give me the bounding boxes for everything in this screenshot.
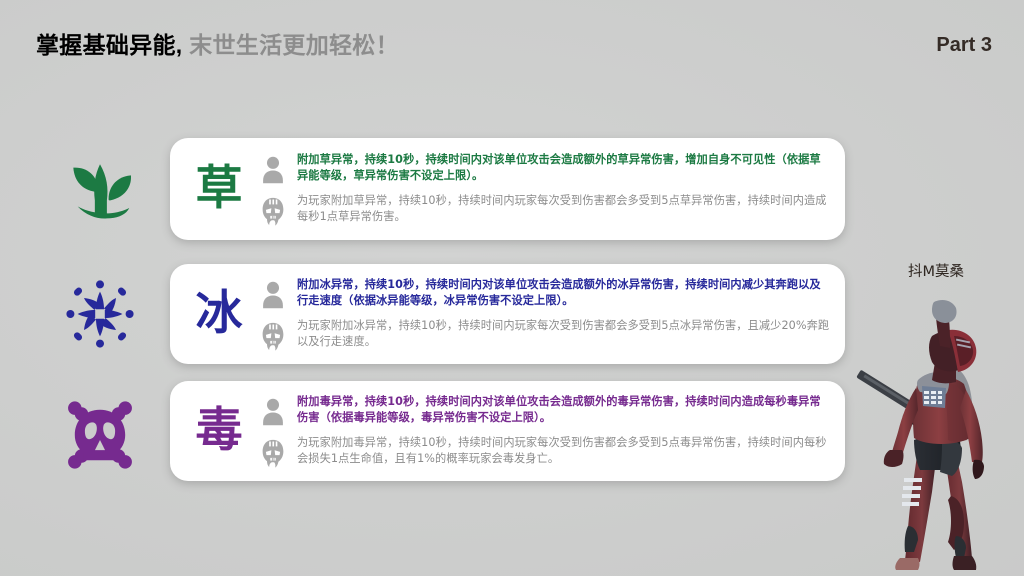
effect-text-enemy: 附加草异常，持续10秒，持续时间内对该单位攻击会造成额外的草异常伤害，增加自身不… — [297, 152, 821, 182]
effect-text-enemy: 附加冰异常，持续10秒，持续时间内对该单位攻击会造成额外的冰异常伤害，持续时间内… — [297, 277, 821, 307]
effect-text-player: 为玩家附加草异常，持续10秒，持续时间内玩家每次受到伤害都会多受到5点草异常伤害… — [297, 193, 827, 223]
effect-line-player: 为玩家附加冰异常，持续10秒，持续时间内玩家每次受到伤害都会多受到5点冰异常伤害… — [258, 318, 831, 354]
ability-card-grass: 草 附加草异常，持续10秒，持续时间内对该单位攻击会造成额外的草异常伤害，增加自… — [170, 138, 845, 240]
character-name: 抖M莫桑 — [907, 264, 964, 280]
zombie-head-icon — [258, 193, 288, 229]
element-glyph-poison: 毒 — [195, 402, 243, 458]
ability-card-poison: 毒 附加毒异常，持续10秒，持续时间内对该单位攻击会造成额外的毒异常伤害，持续时… — [170, 381, 845, 481]
effect-line-enemy: 附加毒异常，持续10秒，持续时间内对该单位攻击会造成额外的毒异常伤害，持续时间内… — [258, 394, 831, 430]
character-panel: 抖M莫桑 — [856, 260, 1016, 572]
card-body: 附加毒异常，持续10秒，持续时间内对该单位攻击会造成额外的毒异常伤害，持续时间内… — [258, 390, 831, 472]
effect-line-enemy: 附加冰异常，持续10秒，持续时间内对该单位攻击会造成额外的冰异常伤害，持续时间内… — [258, 277, 831, 313]
effect-line-player: 为玩家附加毒异常，持续10秒，持续时间内玩家每次受到伤害都会多受到5点毒异常伤害… — [258, 435, 831, 471]
card-body: 附加草异常，持续10秒，持续时间内对该单位攻击会造成额外的草异常伤害，增加自身不… — [258, 147, 831, 231]
person-icon — [258, 277, 288, 313]
ability-card-ice: 冰 附加冰异常，持续10秒，持续时间内对该单位攻击会造成额外的冰异常伤害，持续时… — [170, 264, 845, 364]
zombie-head-icon — [258, 435, 288, 471]
effect-text-enemy: 附加毒异常，持续10秒，持续时间内对该单位攻击会造成额外的毒异常伤害，持续时间内… — [297, 394, 821, 424]
sprout-icon — [52, 140, 148, 240]
effect-line-player: 为玩家附加草异常，持续10秒，持续时间内玩家每次受到伤害都会多受到5点草异常伤害… — [258, 193, 831, 229]
element-glyph-grass: 草 — [195, 160, 243, 216]
skull-crossbones-icon — [52, 385, 148, 485]
person-icon — [258, 152, 288, 188]
slide-header: 掌握基础异能, 末世生活更加轻松！ Part 3 — [0, 28, 1024, 74]
effect-text-player: 为玩家附加冰异常，持续10秒，持续时间内玩家每次受到伤害都会多受到5点冰异常伤害… — [297, 318, 830, 348]
effect-line-enemy: 附加草异常，持续10秒，持续时间内对该单位攻击会造成额外的草异常伤害，增加自身不… — [258, 152, 831, 188]
character-render — [856, 290, 1016, 572]
page-title-strong: 掌握基础异能, — [36, 32, 183, 58]
zombie-head-icon — [258, 318, 288, 354]
element-glyph-ice: 冰 — [195, 285, 243, 341]
snowflake-icon — [52, 264, 148, 364]
page-title: 掌握基础异能, 末世生活更加轻松！ — [36, 28, 399, 62]
card-body: 附加冰异常，持续10秒，持续时间内对该单位攻击会造成额外的冰异常伤害，持续时间内… — [258, 273, 831, 355]
person-icon — [258, 394, 288, 430]
effect-text-player: 为玩家附加毒异常，持续10秒，持续时间内玩家每次受到伤害都会多受到5点毒异常伤害… — [297, 435, 827, 465]
page-title-soft: 末世生活更加轻松！ — [182, 32, 399, 58]
part-label: Part 3 — [936, 34, 992, 56]
